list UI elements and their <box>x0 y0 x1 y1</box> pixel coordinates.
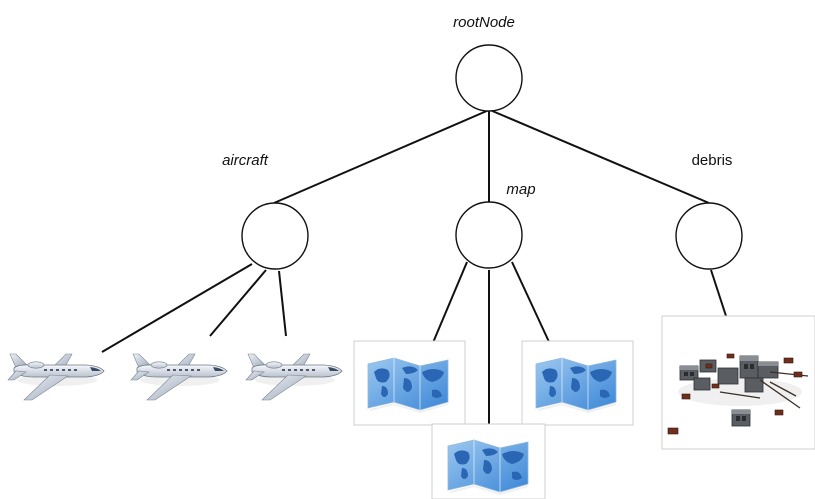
aircraft-node <box>241 202 309 270</box>
debris-label: debris <box>692 152 733 169</box>
root-label: rootNode <box>453 14 515 31</box>
world-map-icon <box>447 439 529 495</box>
airplane-icon <box>130 353 228 401</box>
debris-node <box>675 202 743 270</box>
airplane-icon <box>7 353 105 401</box>
edge-aircraft-plane-2 <box>209 269 267 337</box>
airplane-icon <box>245 353 343 401</box>
edge-aircraft-plane-1 <box>101 263 253 353</box>
aircraft-label: aircraft <box>222 152 269 169</box>
edges <box>101 109 727 426</box>
map-leaf-1 <box>353 340 466 426</box>
root-node <box>455 44 523 112</box>
edge-aircraft-plane-3 <box>278 270 287 337</box>
edge-root-aircraft <box>273 109 490 204</box>
world-map-icon <box>535 357 617 413</box>
map-leaf-2 <box>431 423 546 499</box>
nodes <box>241 44 743 270</box>
map-node <box>455 201 523 269</box>
map-label: map <box>506 181 535 198</box>
debris-blocks-image <box>667 353 809 435</box>
edge-map-map-1 <box>431 261 468 346</box>
world-map-icon <box>367 357 449 413</box>
debris-leaf <box>661 315 815 450</box>
map-leaf-3 <box>521 340 634 426</box>
edge-map-map-3 <box>511 261 551 345</box>
edge-debris-image <box>710 269 727 317</box>
edge-root-debris <box>489 109 710 204</box>
